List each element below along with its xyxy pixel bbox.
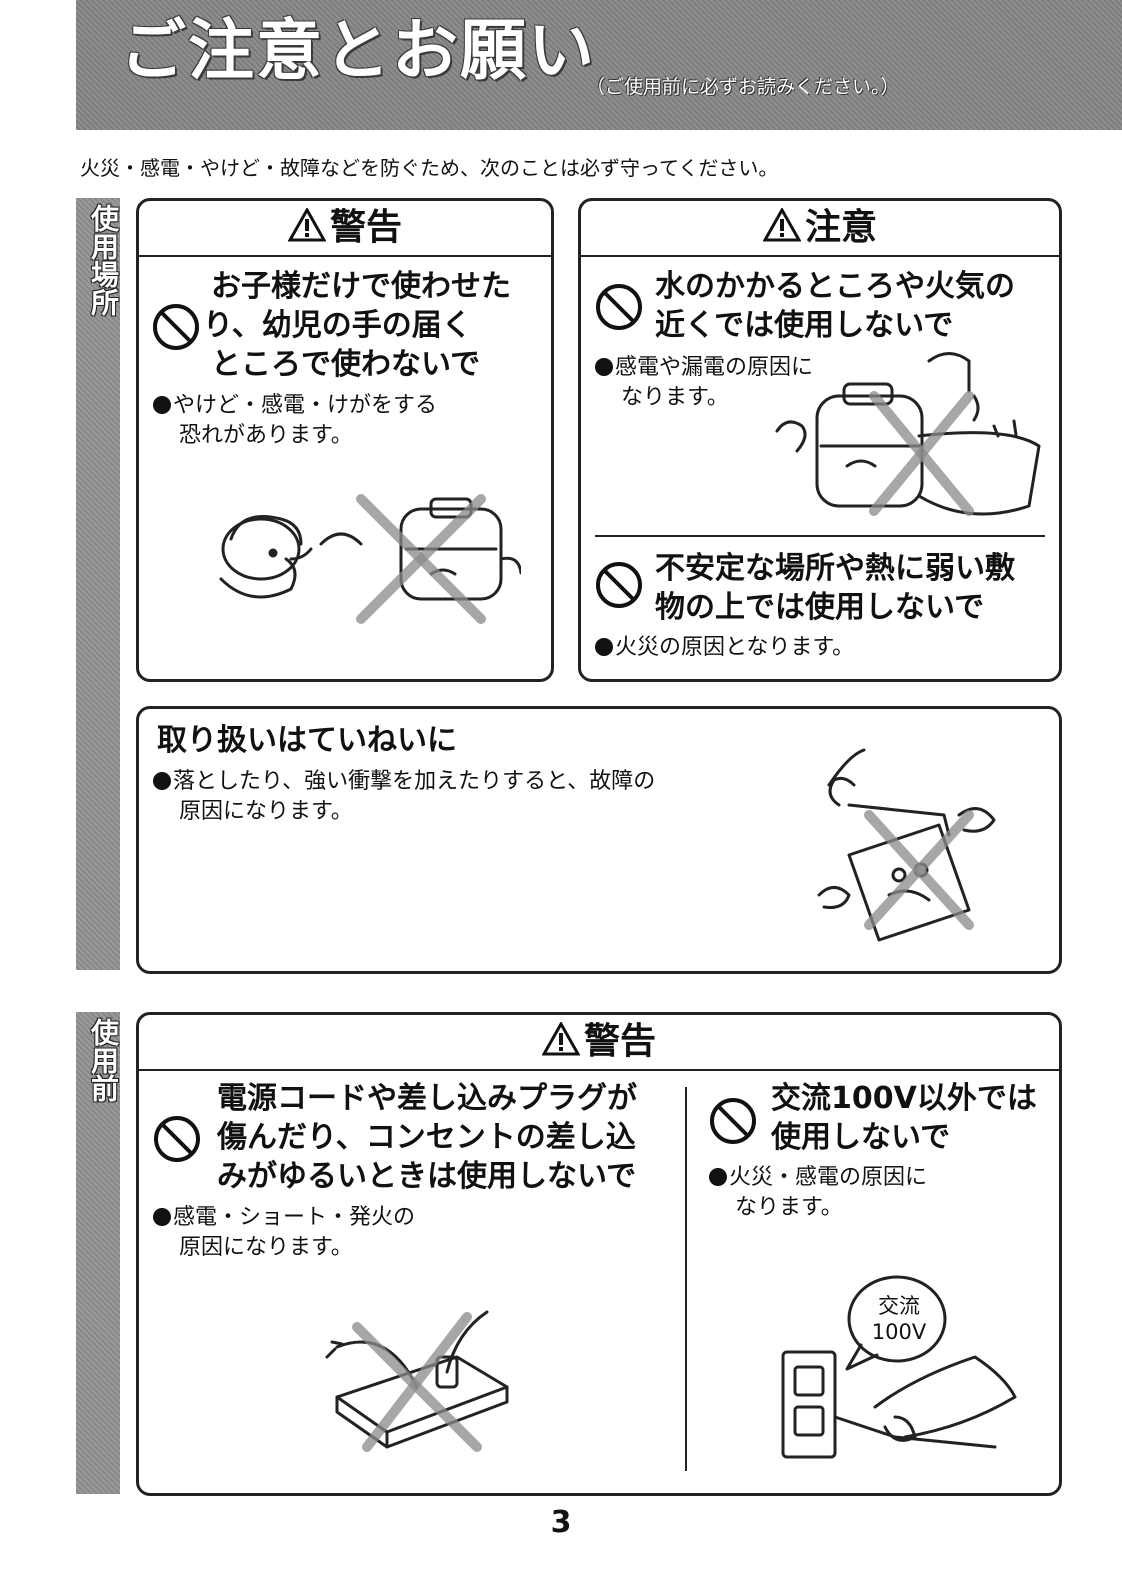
body-line: 感電や漏電の原因に — [615, 355, 814, 380]
handling-body: 落としたり、強い衝撃を加えたりすると、故障の 原因になります。 — [153, 767, 793, 827]
prohibition-icon — [153, 304, 199, 350]
bullet-dot-icon — [595, 358, 613, 376]
water-cooker-illustration — [775, 352, 1041, 516]
divider — [595, 535, 1045, 537]
bullet-dot-icon — [153, 396, 171, 414]
warning-triangle-icon — [541, 1022, 580, 1056]
caution-item-1-title: 水のかかるところや火気の 近くでは使用しないで — [655, 267, 1055, 345]
body-line: 火災の原因となります。 — [615, 635, 855, 660]
bullet-dot-icon — [153, 772, 171, 790]
prohibition-icon — [710, 1098, 756, 1144]
title-line: 使用しないで — [771, 1120, 951, 1155]
caution-heading: 注意 — [581, 201, 1059, 257]
body-line: 落としたり、強い衝撃を加えたりすると、故障の — [173, 769, 656, 794]
prohibition-icon — [154, 1116, 200, 1162]
warning-box-before-use: 警告 電源コードや差し込みプラグが 傷んだり、コンセントの差し込 みがゆるいとき… — [136, 1012, 1062, 1496]
handling-title: 取り扱いはていねいに — [157, 723, 457, 758]
prohibition-icon — [596, 284, 642, 330]
bullet-dot-icon — [153, 1208, 171, 1226]
warning-heading: 警告 — [139, 1015, 1059, 1071]
bubble-line: 交流 — [878, 1294, 920, 1318]
side-tab-label: 使用前 — [87, 1018, 120, 1102]
bubble-line: 100V — [871, 1320, 927, 1344]
body-line: 感電・ショート・発火の — [173, 1205, 416, 1230]
bullet-dot-icon — [709, 1168, 727, 1186]
prohibition-icon — [596, 562, 642, 608]
intro-text: 火災・感電・やけど・故障などを防ぐため、次のことは必ず守ってください。 — [80, 156, 779, 180]
voltage-warning-body: 火災・感電の原因に なります。 — [709, 1163, 1039, 1223]
title-line: 不安定な場所や熱に弱い敷 — [655, 551, 1015, 586]
page-number: 3 — [550, 1505, 572, 1540]
column-divider — [685, 1087, 687, 1471]
title-line: 近くでは使用しないで — [655, 308, 954, 343]
title-line: お子様だけで使わせた — [211, 269, 511, 304]
side-tab-label: 使用場所 — [87, 204, 120, 316]
warning-heading-text: 警告 — [583, 1021, 656, 1062]
body-line: なります。 — [621, 385, 729, 410]
cord-warning-body: 感電・ショート・発火の 原因になります。 — [153, 1203, 553, 1263]
child-cooker-illustration — [219, 494, 521, 624]
warning-triangle-icon — [287, 208, 326, 242]
title-line: 交流100V以外では — [771, 1081, 1037, 1116]
warning-triangle-icon — [762, 208, 801, 242]
side-tab-usage-location: 使用場所 — [76, 198, 120, 970]
caution-item-1-body: 感電や漏電の原因に なります。 — [595, 353, 855, 413]
warning-heading: 警告 — [139, 201, 551, 257]
title-line: 電源コードや差し込みプラグが — [217, 1081, 637, 1116]
caution-item-2-title: 不安定な場所や熱に弱い敷 物の上では使用しないで — [655, 549, 1055, 627]
power-strip-illustration — [325, 1310, 509, 1452]
drop-cooker-illustration — [817, 748, 996, 942]
warning-box-children: 警告 お子様だけで使わせた り、幼児の手の届く ところで使わないで やけど・感電… — [136, 198, 554, 682]
caution-box: 注意 水のかかるところや火気の 近くでは使用しないで 感電や漏電の原因に なりま… — [578, 198, 1062, 682]
title-line: り、幼児の手の届く — [203, 308, 472, 343]
side-tab-before-use: 使用前 — [76, 1012, 120, 1494]
body-line: 原因になります。 — [179, 1235, 353, 1260]
handling-box: 取り扱いはていねいに 落としたり、強い衝撃を加えたりすると、故障の 原因になりま… — [136, 706, 1062, 974]
title-line: 傷んだり、コンセントの差し込 — [217, 1120, 636, 1155]
voltage-warning-title: 交流100V以外では 使用しないで — [771, 1079, 1051, 1157]
title-line: 物の上では使用しないで — [655, 590, 985, 625]
outlet-illustration — [781, 1275, 1017, 1459]
voltage-bubble-text: 交流 100V — [851, 1293, 947, 1345]
page-subtitle: （ご使用前に必ずお読みください。） — [586, 76, 900, 98]
body-line: 原因になります。 — [179, 799, 353, 824]
title-line: ところで使わないで — [211, 347, 481, 382]
page-title: ご注意とお願い — [120, 12, 596, 89]
bullet-dot-icon — [595, 638, 613, 656]
title-line: 水のかかるところや火気の — [655, 269, 1015, 304]
body-line: なります。 — [735, 1195, 843, 1220]
caution-heading-text: 注意 — [804, 207, 877, 248]
header-banner — [76, 0, 1122, 130]
caution-item-2-body: 火災の原因となります。 — [595, 633, 1035, 663]
cord-warning-title: 電源コードや差し込みプラグが 傷んだり、コンセントの差し込 みがゆるいときは使用… — [217, 1079, 687, 1196]
body-line: やけど・感電・けがをする — [173, 393, 438, 418]
warning-item-title: お子様だけで使わせた り、幼児の手の届く ところで使わないで — [203, 267, 541, 384]
body-line: 恐れがあります。 — [179, 423, 353, 448]
body-line: 火災・感電の原因に — [729, 1165, 928, 1190]
title-line: みがゆるいときは使用しないで — [217, 1159, 637, 1194]
warning-item-body: やけど・感電・けがをする 恐れがあります。 — [153, 391, 533, 451]
warning-heading-text: 警告 — [329, 207, 402, 248]
